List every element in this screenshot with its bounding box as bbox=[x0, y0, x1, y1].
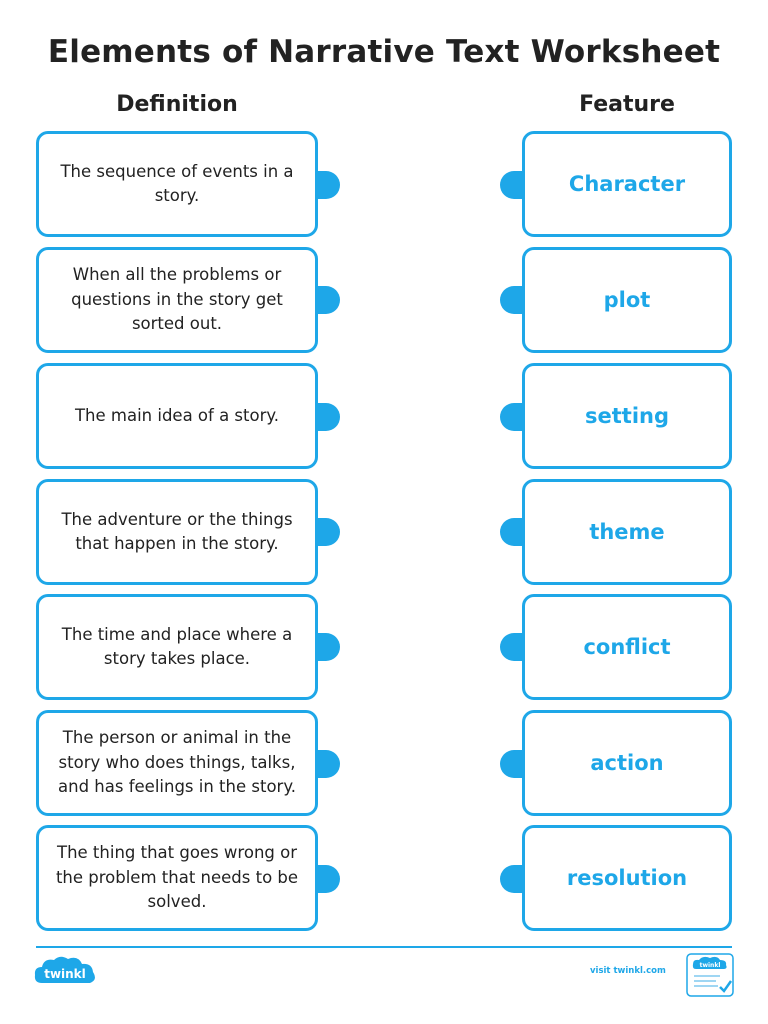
footer-divider bbox=[36, 946, 732, 948]
connector-tab bbox=[500, 286, 522, 314]
connector-tab bbox=[500, 518, 522, 546]
feature-text: resolution bbox=[566, 866, 688, 890]
connector-tab bbox=[318, 633, 340, 661]
definition-text: The sequence of events in a story. bbox=[60, 161, 294, 206]
feature-card: conflict bbox=[522, 594, 732, 700]
feature-text: conflict bbox=[583, 635, 671, 659]
definition-card: The sequence of events in a story. bbox=[36, 131, 318, 237]
feature-card: theme bbox=[522, 479, 732, 585]
definition-card: When all the problems or questions in th… bbox=[36, 247, 318, 353]
feature-text: theme bbox=[589, 520, 665, 544]
connector-tab bbox=[500, 403, 522, 431]
definition-card: The adventure or the things that happen … bbox=[36, 479, 318, 585]
definition-text: The main idea of a story. bbox=[74, 405, 280, 425]
logo-text: twinkl bbox=[44, 967, 86, 981]
definition-text: The time and place where a story takes p… bbox=[61, 624, 293, 669]
connector-tab bbox=[500, 750, 522, 778]
definition-text: When all the problems or questions in th… bbox=[71, 265, 283, 334]
quality-badge-icon: twinkl bbox=[686, 953, 734, 997]
feature-text: Character bbox=[568, 172, 686, 196]
definition-card: The thing that goes wrong or the problem… bbox=[36, 825, 318, 931]
connector-tab bbox=[500, 865, 522, 893]
feature-text: plot bbox=[603, 288, 651, 312]
feature-card: resolution bbox=[522, 825, 732, 931]
definition-card: The time and place where a story takes p… bbox=[36, 594, 318, 700]
twinkl-logo: twinkl bbox=[34, 956, 95, 983]
connector-tab bbox=[500, 633, 522, 661]
definition-card: The person or animal in the story who do… bbox=[36, 710, 318, 816]
connector-tab bbox=[318, 750, 340, 778]
connector-tab bbox=[318, 286, 340, 314]
connector-tab bbox=[500, 171, 522, 199]
visit-link-text: visit twinkl.com bbox=[590, 966, 666, 976]
connector-tab bbox=[318, 403, 340, 431]
feature-card: action bbox=[522, 710, 732, 816]
definition-card: The main idea of a story. bbox=[36, 363, 318, 469]
definition-text: The person or animal in the story who do… bbox=[58, 728, 296, 797]
definition-column-header: Definition bbox=[116, 92, 238, 117]
definition-text: The thing that goes wrong or the problem… bbox=[55, 843, 299, 912]
connector-tab bbox=[318, 518, 340, 546]
connector-tab bbox=[318, 171, 340, 199]
feature-text: action bbox=[590, 751, 664, 775]
feature-card: Character bbox=[522, 131, 732, 237]
feature-text: setting bbox=[585, 404, 669, 428]
feature-card: setting bbox=[522, 363, 732, 469]
feature-column-header: Feature bbox=[579, 92, 675, 117]
svg-text:twinkl: twinkl bbox=[700, 962, 721, 969]
definition-text: The adventure or the things that happen … bbox=[61, 509, 293, 554]
connector-tab bbox=[318, 865, 340, 893]
feature-card: plot bbox=[522, 247, 732, 353]
page-title: Elements of Narrative Text Worksheet bbox=[47, 34, 721, 70]
